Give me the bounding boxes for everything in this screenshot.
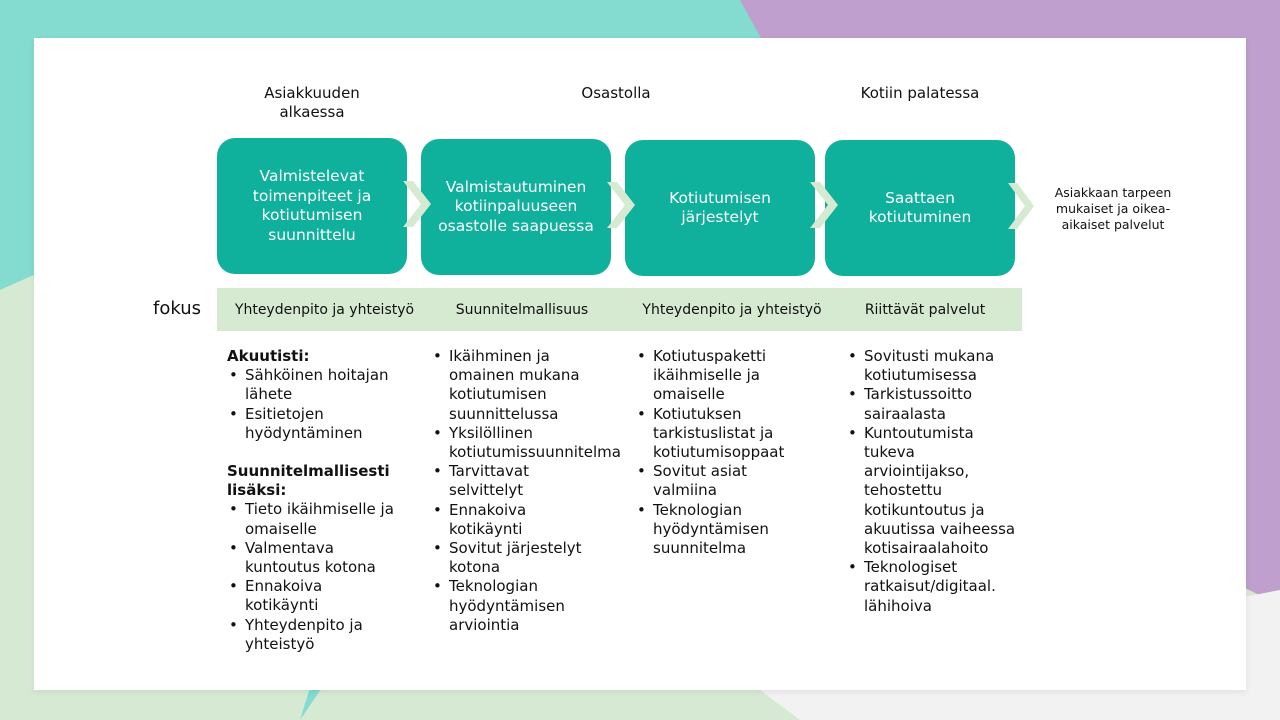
- focus-item: Yhteydenpito ja yhteistyö: [642, 301, 822, 318]
- list-item: Teknologian hyödyntämisen arviointia: [431, 577, 603, 635]
- step-label: Saattaen kotiutuminen: [868, 188, 972, 227]
- list-item: Yhteydenpito ja yhteistyö: [227, 616, 399, 654]
- list-item: Tarkistussoitto sairaalasta: [846, 385, 1018, 423]
- list-item: Esitietojen hyödyntäminen: [227, 405, 399, 443]
- bullet-list: Kotiutuspaketti ikäihmiselle ja omaisell…: [635, 347, 807, 558]
- list-item: Teknologiset ratkaisut/digitaal. lähihoi…: [846, 558, 1018, 616]
- column-home: Sovitusti mukana kotiutumisessa Tarkistu…: [846, 347, 1018, 616]
- focus-item: Suunnitelmallisuus: [455, 301, 589, 318]
- step-box-preparation: Valmistelevat toimenpiteet ja kotiutumis…: [217, 138, 407, 274]
- bullet-list: Sähköinen hoitajan lähete Esitietojen hy…: [227, 366, 399, 443]
- phase-label-start: Asiakkuuden alkaessa: [264, 84, 360, 121]
- step-label: Kotiutumisen järjestelyt: [669, 188, 771, 227]
- list-item: Sovitut asiat valmiina: [635, 462, 807, 500]
- list-item: Ennakoiva kotikäynti: [227, 577, 399, 615]
- list-item: Sähköinen hoitajan lähete: [227, 366, 399, 404]
- step-box-ward-arrival: Valmistautuminen kotiinpaluuseen osastol…: [421, 139, 611, 275]
- chevron-right-icon: [810, 182, 838, 228]
- list-item: Kuntoutumista tukeva arviointijakso, teh…: [846, 424, 1018, 558]
- bullet-list: Tieto ikäihmiselle ja omaiselle Valmenta…: [227, 500, 399, 654]
- list-item: Tieto ikäihmiselle ja omaiselle: [227, 500, 399, 538]
- step-box-discharge-arrangements: Kotiutumisen järjestelyt: [625, 140, 815, 276]
- list-item: Sovitusti mukana kotiutumisessa: [846, 347, 1018, 385]
- column-heading: Suunnitelmallisesti lisäksi:: [227, 462, 390, 500]
- outcome-text: Asiakkaan tarpeen mukaiset ja oikea-aika…: [1054, 185, 1172, 232]
- list-item: Tarvittavat selvittelyt: [431, 462, 603, 500]
- phase-label-ward: Osastolla: [581, 84, 651, 102]
- chevron-right-icon: [1008, 183, 1034, 229]
- bullet-list: Sovitusti mukana kotiutumisessa Tarkistu…: [846, 347, 1018, 616]
- focus-item: Riittävät palvelut: [864, 301, 986, 318]
- column-discharge: Kotiutuspaketti ikäihmiselle ja omaisell…: [635, 347, 807, 558]
- list-item: Kotiutuksen tarkistuslistat ja kotiutumi…: [635, 405, 807, 463]
- chevron-right-icon: [403, 181, 431, 227]
- focus-item: Yhteydenpito ja yhteistyö: [234, 301, 415, 318]
- focus-label: fokus: [153, 298, 202, 319]
- list-item: Yksilöllinen kotiutumissuunnitelma: [431, 424, 621, 462]
- step-box-accompanied-discharge: Saattaen kotiutuminen: [825, 140, 1015, 276]
- bullet-list: Ikäihminen ja omainen mukana kotiutumise…: [431, 347, 621, 635]
- column-ward: Ikäihminen ja omainen mukana kotiutumise…: [431, 347, 621, 635]
- column-start: Akuutisti: Sähköinen hoitajan lähete Esi…: [227, 347, 399, 654]
- step-label: Valmistautuminen kotiinpaluuseen osastol…: [438, 177, 594, 235]
- phase-label-home: Kotiin palatessa: [860, 84, 980, 102]
- step-label: Valmistelevat toimenpiteet ja kotiutumis…: [252, 167, 372, 244]
- focus-band: [217, 288, 1022, 331]
- list-item: Teknologian hyödyntämisen suunnitelma: [635, 501, 807, 559]
- column-heading: Akuutisti:: [227, 347, 310, 365]
- list-item: Ikäihminen ja omainen mukana kotiutumise…: [431, 347, 603, 424]
- list-item: Valmentava kuntoutus kotona: [227, 539, 399, 577]
- list-item: Ennakoiva kotikäynti: [431, 501, 603, 539]
- list-item: Sovitut järjestelyt kotona: [431, 539, 603, 577]
- chevron-right-icon: [607, 182, 635, 228]
- list-item: Kotiutuspaketti ikäihmiselle ja omaisell…: [635, 347, 807, 405]
